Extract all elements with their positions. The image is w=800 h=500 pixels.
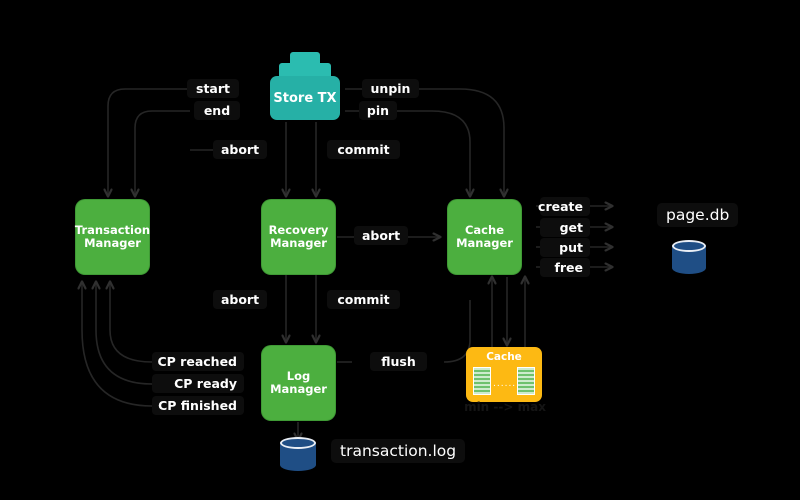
cache-page-icon-right xyxy=(517,367,535,395)
cache-manager-line1: Cache xyxy=(464,222,504,237)
edge-label-start: start xyxy=(187,79,239,98)
recovery-manager-line2: Manager xyxy=(270,236,327,250)
log-manager-line2: Manager xyxy=(270,382,327,396)
transaction-manager-line2: Manager xyxy=(84,236,141,250)
store-tx-label: Store TX xyxy=(270,76,340,120)
edge-label-end: end xyxy=(194,101,240,120)
log-manager-line1: Log xyxy=(286,368,311,383)
cache-ellipsis: ...... xyxy=(493,379,517,389)
cache-manager-line2: Manager xyxy=(456,236,513,250)
recovery-manager-line1: Recovery xyxy=(268,222,329,237)
edge-label-unpin: unpin xyxy=(362,79,419,98)
node-log-manager[interactable]: Log Manager xyxy=(262,346,335,420)
edge-label-abort-tm-rm: abort xyxy=(213,140,267,159)
transaction-log-label: transaction.log xyxy=(331,439,466,463)
cache-page-icon-left xyxy=(473,367,491,395)
cache-caption: min --> max xyxy=(464,400,546,414)
edge-label-create: create xyxy=(538,197,590,216)
edge-label-flush: flush xyxy=(370,352,427,371)
edge-label-free: free xyxy=(540,258,590,277)
page-db-cylinder-icon xyxy=(672,240,706,274)
node-transaction-manager[interactable]: Transaction Manager xyxy=(74,200,151,274)
node-cache[interactable]: Cache ...... xyxy=(466,347,542,402)
edge-label-cp-reached: CP reached xyxy=(152,352,244,371)
node-cache-manager[interactable]: Cache Manager xyxy=(448,200,521,274)
edge-label-abort-rm-cm: abort xyxy=(354,226,408,245)
edge-label-put: put xyxy=(540,238,590,257)
transaction-manager-line1: Transaction xyxy=(74,222,151,237)
node-recovery-manager[interactable]: Recovery Manager xyxy=(262,200,335,274)
store-tx-layer-mid xyxy=(279,63,331,78)
edge-label-get: get xyxy=(540,218,590,237)
page-db-label: page.db xyxy=(657,203,739,227)
edge-label-commit-rm-lm: commit xyxy=(327,290,400,309)
edge-label-abort-rm-lm: abort xyxy=(213,290,267,309)
edge-label-cp-finished: CP finished xyxy=(152,396,244,415)
store-tx-layer-top xyxy=(290,52,320,65)
node-store-tx[interactable]: Store TX xyxy=(265,52,345,120)
transaction-log-cylinder-icon xyxy=(280,437,316,471)
cache-label: Cache xyxy=(486,351,522,363)
edge-label-commit-store-rm: commit xyxy=(327,140,400,159)
edge-label-cp-ready: CP ready xyxy=(152,374,244,393)
edge-label-pin: pin xyxy=(359,101,397,120)
